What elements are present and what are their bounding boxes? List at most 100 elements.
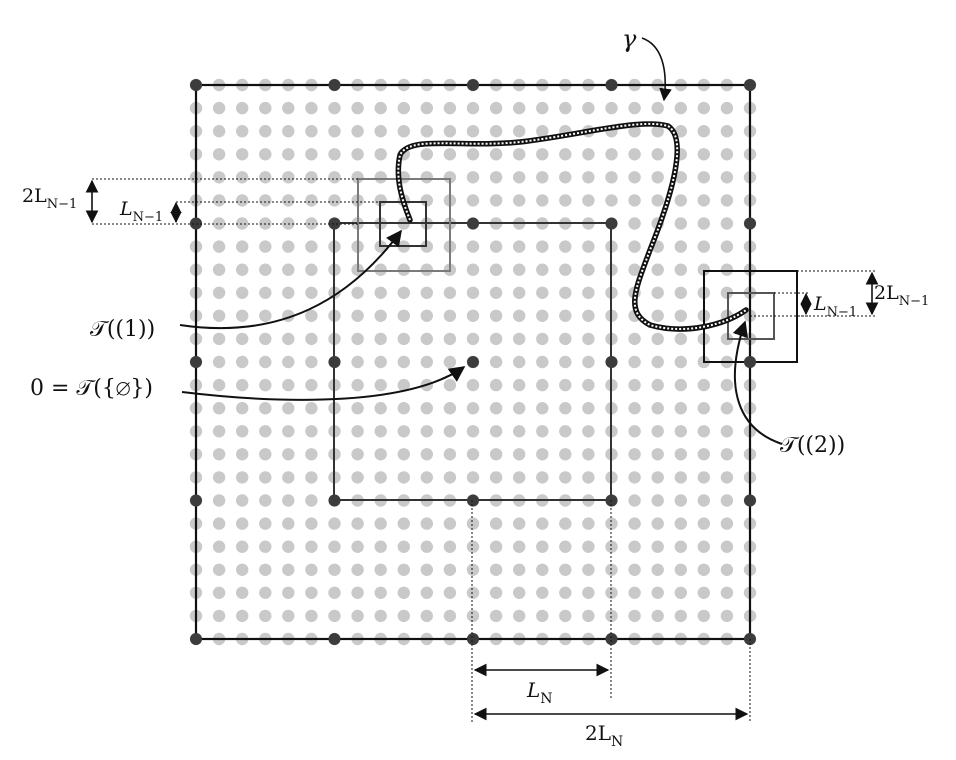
lattice-point xyxy=(466,517,480,530)
lattice-point xyxy=(582,263,595,276)
lattice-point xyxy=(212,217,226,230)
lattice-point xyxy=(212,563,226,576)
lattice-point xyxy=(582,171,595,184)
lattice-point xyxy=(628,471,641,484)
lattice-point xyxy=(351,609,364,623)
lattice-point xyxy=(305,355,318,369)
coarse-lattice-point xyxy=(605,79,618,91)
lattice-point xyxy=(282,563,295,576)
lattice-point xyxy=(397,309,410,322)
lattice-point xyxy=(489,263,503,276)
lattice-point xyxy=(305,101,318,115)
lattice-point xyxy=(582,586,595,599)
lattice-point xyxy=(420,194,433,207)
lattice-point xyxy=(374,101,387,115)
lattice-point xyxy=(236,425,249,438)
lattice-point xyxy=(582,286,595,299)
lattice-point xyxy=(236,286,249,299)
lattice-point xyxy=(513,101,526,115)
lattice-point xyxy=(259,332,272,346)
lattice-point xyxy=(720,332,734,346)
lattice-point xyxy=(351,171,364,184)
lattice-point xyxy=(466,171,480,184)
lattice-point xyxy=(697,125,710,138)
gamma-arrow xyxy=(641,37,672,102)
lattice-point xyxy=(674,448,687,461)
coarse-lattice-point xyxy=(467,494,479,507)
coarse-lattice-point xyxy=(467,217,479,230)
lattice-point xyxy=(582,425,595,438)
lattice-point xyxy=(466,240,480,253)
lattice-point xyxy=(305,517,318,530)
lattice-point xyxy=(720,471,734,484)
lattice-point xyxy=(674,540,687,553)
lattice-point xyxy=(628,263,641,276)
lattice-point xyxy=(305,171,318,184)
dim-2LN-1-left-label: 2LN−1 xyxy=(22,185,77,212)
lattice-point xyxy=(489,448,503,461)
lattice-point xyxy=(374,309,387,322)
lattice-point xyxy=(212,378,226,392)
subbox-1-outer xyxy=(357,178,451,272)
coarse-lattice-points xyxy=(190,79,756,645)
lattice-point xyxy=(697,171,710,184)
lattice-point xyxy=(513,171,526,184)
lattice-point xyxy=(466,563,480,576)
lattice-point xyxy=(559,263,572,276)
lattice-point xyxy=(720,194,734,207)
lattice-point xyxy=(720,540,734,553)
lattice-point xyxy=(605,540,618,553)
lattice-point xyxy=(628,332,641,346)
lattice-point xyxy=(582,101,595,115)
lattice-point xyxy=(259,378,272,392)
lattice-point xyxy=(282,194,295,207)
lattice-point xyxy=(305,378,318,392)
lattice-point xyxy=(674,425,687,438)
gamma-path xyxy=(395,121,749,332)
lattice-point xyxy=(443,425,457,438)
lattice-point xyxy=(489,332,503,346)
lattice-point xyxy=(720,125,734,138)
lattice-point xyxy=(513,263,526,276)
lattice-point xyxy=(513,540,526,553)
lattice-point xyxy=(651,425,664,438)
lattice-point xyxy=(466,378,480,392)
dim-2LN-label: 2LN xyxy=(585,721,623,750)
lattice-point xyxy=(397,101,410,115)
lattice-point xyxy=(397,448,410,461)
lattice-point xyxy=(374,378,387,392)
lattice-point xyxy=(674,517,687,530)
lattice-point xyxy=(466,471,480,484)
lattice-point xyxy=(305,217,318,230)
lattice-point xyxy=(212,101,226,115)
lattice-point xyxy=(559,286,572,299)
lattice-point xyxy=(420,148,433,161)
lattice-point xyxy=(697,425,710,438)
lattice-point xyxy=(212,148,226,161)
lattice-point xyxy=(259,194,272,207)
lattice-point xyxy=(674,240,687,253)
coarse-lattice-point xyxy=(605,633,618,645)
lattice-point xyxy=(582,540,595,553)
lattice-point xyxy=(513,448,526,461)
lattice-point xyxy=(697,517,710,530)
lattice-point xyxy=(420,609,433,623)
lattice-point xyxy=(651,609,664,623)
lattice-point xyxy=(559,517,572,530)
lattice-point xyxy=(582,194,595,207)
lattice-point xyxy=(305,263,318,276)
lattice-point xyxy=(674,609,687,623)
lattice-point xyxy=(259,263,272,276)
lattice-point xyxy=(536,517,549,530)
lattice-point xyxy=(351,402,364,415)
lattice-point xyxy=(582,448,595,461)
lattice-point xyxy=(559,101,572,115)
lattice-point xyxy=(466,263,480,276)
lattice-point xyxy=(236,240,249,253)
lattice-point xyxy=(651,494,664,507)
lattice-point xyxy=(282,517,295,530)
lattice-point xyxy=(236,194,249,207)
lattice-point xyxy=(374,148,387,161)
lattice-point xyxy=(489,402,503,415)
lattice-point xyxy=(328,101,341,115)
